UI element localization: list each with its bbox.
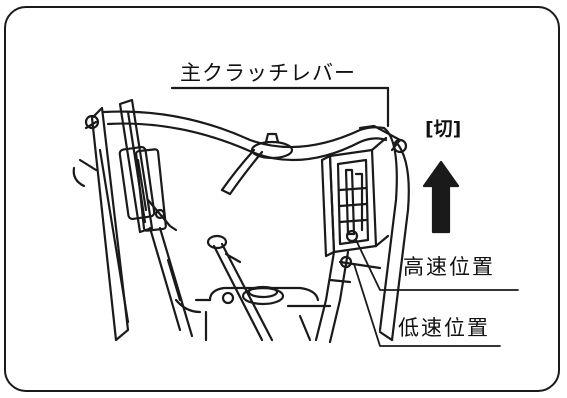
right-handle-bar	[358, 124, 410, 342]
engine-top	[194, 285, 332, 342]
left-handle-lever	[118, 98, 178, 234]
lever-linkage	[314, 229, 382, 344]
main-clutch-lever-label: 主クラッチレバー	[180, 61, 356, 85]
high-speed-position-label: 高速位置	[403, 255, 495, 279]
main-clutch-leader-line	[170, 86, 390, 128]
left-handle-bar	[72, 106, 130, 342]
left-frame-tube	[148, 226, 202, 338]
main-clutch-lever	[320, 136, 390, 258]
handle-cross-bar	[102, 110, 388, 162]
speed-position-leaders	[353, 239, 519, 347]
low-speed-position-label: 低速位置	[398, 316, 490, 340]
center-brake-lever	[220, 132, 294, 196]
off-position-label: [切]	[425, 118, 462, 140]
off-direction-arrow	[422, 160, 460, 234]
illustration-frame	[4, 6, 560, 392]
